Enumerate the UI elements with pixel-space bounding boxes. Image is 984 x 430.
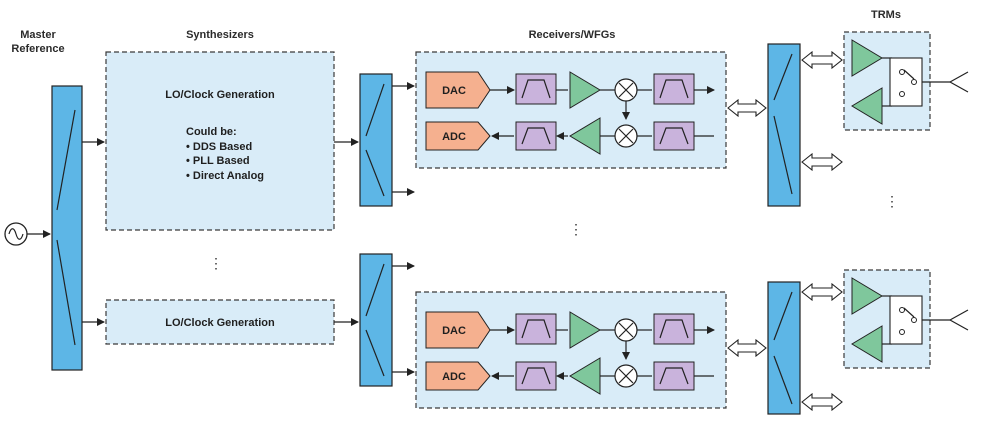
trm-splitter-top [767, 43, 801, 207]
adc-top-label: ADC [442, 131, 466, 143]
synthesizers-label: Synthesizers [186, 29, 254, 41]
oscillator-icon [4, 222, 28, 246]
trm-module-bottom [843, 269, 969, 369]
receivers-ellipsis: ⋮ [569, 221, 583, 237]
receiver-panel-top-labels: DAC ADC [442, 85, 466, 143]
dac-bottom-label: DAC [442, 325, 466, 337]
master-reference-label-2: Reference [11, 43, 64, 55]
synth-option-direct-analog: • Direct Analog [186, 170, 264, 182]
bidir-arrow-rx-top [727, 98, 767, 118]
trms-label: TRMs [871, 9, 901, 21]
synth-top-title: LO/Clock Generation [165, 89, 275, 101]
trm-module-top [843, 31, 969, 131]
master-reference-label-1: Master [20, 29, 56, 41]
master-splitter [51, 85, 83, 371]
synth-could-be: Could be: [186, 126, 237, 138]
synth-top-panel: LO/Clock Generation Could be: • DDS Base… [105, 51, 335, 231]
synth-ellipsis: ⋮ [209, 255, 223, 271]
receivers-wfgs-label: Receivers/WFGs [529, 29, 616, 41]
bidir-arrow-trm-bottom-2 [801, 392, 843, 412]
synth-option-pll: • PLL Based [186, 155, 250, 167]
trm-splitter-bottom [767, 281, 801, 415]
bidir-arrow-trm-top-1 [801, 50, 843, 70]
trm-ellipsis: ⋮ [885, 193, 899, 209]
adc-bottom-label: ADC [442, 371, 466, 383]
receiver-panel-bottom [416, 292, 726, 408]
bidir-arrow-trm-top-2 [801, 152, 843, 172]
receiver-panel-top [415, 51, 727, 169]
synth-bottom-title: LO/Clock Generation [165, 317, 275, 329]
dac-top-label: DAC [442, 85, 466, 97]
lo-splitter-top [359, 73, 393, 207]
synth-option-dds: • DDS Based [186, 141, 252, 153]
bidir-arrow-trm-bottom-1 [801, 282, 843, 302]
bidir-arrow-rx-bottom [727, 339, 767, 357]
receiver-panel-bottom-labels: DAC ADC [442, 325, 466, 383]
lo-splitter-bottom [359, 253, 393, 387]
synth-bottom-panel: LO/Clock Generation [105, 299, 335, 345]
